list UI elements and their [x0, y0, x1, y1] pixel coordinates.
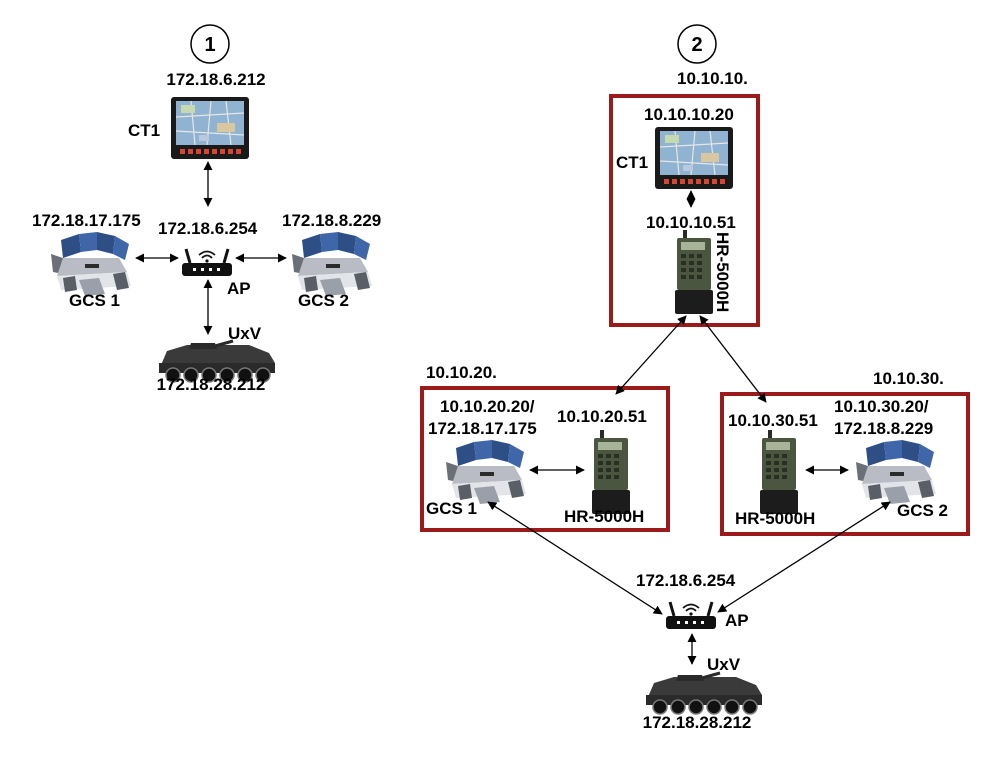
s1-gcs1-ip-label: 172.18.17.175: [32, 211, 141, 230]
s2-ct1-name-label: CT1: [616, 153, 648, 172]
s1-gcs1-name-label: GCS 1: [69, 291, 120, 310]
s2-uxv-vehicle-icon: [644, 671, 764, 716]
s2-ct1-terminal-icon: [654, 126, 734, 190]
s2-gcs1-ip-line1-label: 10.10.20.20/: [440, 397, 535, 416]
s2-gcs1-ip-line2-label: 172.18.17.175: [428, 419, 537, 438]
s2-radio-top-name-label: HR-5000H: [713, 232, 732, 312]
s2-link-radio-top-right: [699, 315, 767, 403]
s2-radio-top-ip-label: 10.10.10.51: [646, 213, 736, 232]
s2-radio-left-icon: [592, 430, 630, 514]
s2-uxv-name-label: UxV: [707, 655, 741, 674]
s2-left-subnet-label: 10.10.20.: [426, 363, 497, 382]
s2-top-subnet-label: 10.10.10.: [677, 69, 748, 88]
s1-gcs2-name-label: GCS 2: [298, 291, 349, 310]
s2-radio-right-icon: [760, 430, 798, 514]
s2-gcs2-ip-line2-label: 172.18.8.229: [834, 419, 933, 438]
s1-ap-ip-label: 172.18.6.254: [158, 219, 258, 238]
s2-uxv-ip-label: 172.18.28.212: [643, 713, 752, 732]
scenario-2-number: 2: [691, 34, 702, 56]
s2-radio-left-name-label: HR-5000H: [564, 507, 644, 526]
s2-radio-right-name-label: HR-5000H: [735, 509, 815, 528]
s1-ct1-ip-label: 172.18.6.212: [166, 70, 265, 89]
s1-ct1-terminal-icon: [170, 96, 250, 160]
s2-link-gcs1-ap: [487, 501, 663, 615]
scenario-1: 1 172.18.6.212 CT1 172.18.17.175 172.18.…: [32, 24, 381, 394]
s2-gcs1-name-label: GCS 1: [426, 499, 477, 518]
s1-uxv-ip-label: 172.18.28.212: [157, 375, 266, 394]
scenario-1-number-circle: [190, 24, 230, 64]
s1-gcs2-workstation-icon: [292, 232, 372, 296]
s2-ct1-ip-label: 10.10.10.20: [644, 105, 734, 124]
s2-gcs2-workstation-icon: [856, 440, 936, 504]
s1-gcs2-ip-label: 172.18.8.229: [282, 211, 381, 230]
s2-gcs2-ip-line1-label: 10.10.30.20/: [834, 397, 929, 416]
s1-ap-name-label: AP: [227, 279, 251, 298]
s2-gcs1-workstation-icon: [446, 440, 526, 504]
s1-gcs1-workstation-icon: [51, 232, 131, 296]
s1-access-point-icon: [180, 247, 234, 278]
s2-link-radio-top-left: [615, 315, 687, 395]
scenario-2: 2 10.10.10. 10.10.10.20 CT1 10.10.10.51 …: [420, 24, 970, 732]
s2-radio-left-ip-label: 10.10.20.51: [557, 407, 647, 426]
s1-ct1-name-label: CT1: [128, 121, 160, 140]
s2-link-gcs2-ap: [717, 501, 891, 613]
s2-ap-name-label: AP: [725, 611, 749, 630]
s1-uxv-name-label: UxV: [228, 324, 262, 343]
scenario-1-number: 1: [204, 34, 215, 56]
s2-access-point-icon: [664, 600, 718, 631]
s2-ap-ip-label: 172.18.6.254: [636, 571, 736, 590]
scenario-2-number-circle: [677, 24, 717, 64]
s2-gcs2-name-label: GCS 2: [897, 501, 948, 520]
s2-radio-right-ip-label: 10.10.30.51: [728, 411, 818, 430]
s2-radio-top-icon: [675, 230, 713, 314]
s2-right-subnet-label: 10.10.30.: [873, 369, 944, 388]
